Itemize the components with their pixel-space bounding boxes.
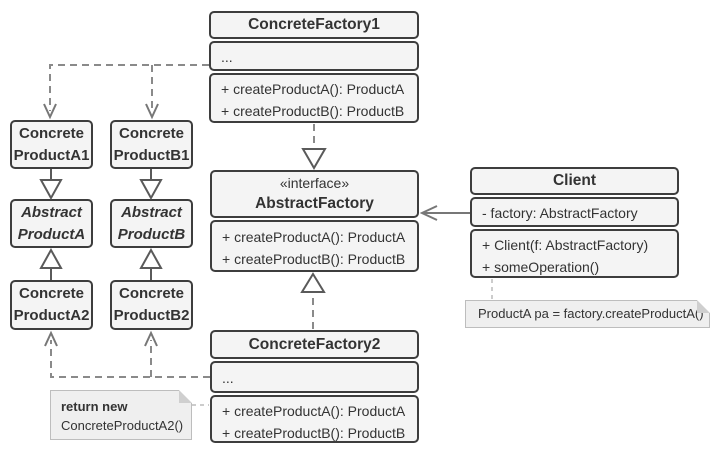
class-title-line2: ProductA2 — [13, 307, 90, 324]
method-create-product-b: + createProductB(): ProductB — [222, 251, 406, 267]
class-methods-compartment: + createProductA(): ProductA + createPro… — [210, 395, 419, 443]
class-title-line1: Concrete — [118, 124, 185, 142]
interface-stereotype: «interface» — [279, 175, 350, 191]
class-title-line1: Concrete — [18, 124, 85, 142]
note-text-line1: return new — [61, 399, 128, 414]
generalization-arrow-product-b2 — [139, 247, 163, 280]
method-create-product-b: + createProductB(): ProductB — [221, 103, 405, 119]
note-client-code: ProductA pa = factory.createProductA() — [465, 300, 710, 328]
class-title: Client — [470, 167, 679, 195]
class-concrete-factory-1: ConcreteFactory1 ... + createProductA():… — [209, 11, 419, 123]
class-title: Abstract ProductA — [10, 199, 93, 248]
class-title: «interface» AbstractFactory — [210, 170, 419, 218]
class-title-line2: ProductA1 — [13, 146, 90, 164]
method-create-product-a: + createProductA(): ProductA — [222, 229, 406, 245]
class-title: Concrete ProductB2 — [110, 280, 193, 330]
class-title-line1: Concrete — [118, 285, 185, 302]
class-title-line2: ProductB2 — [113, 307, 190, 324]
class-ellipsis-compartment: ... — [210, 361, 419, 393]
class-client: Client - factory: AbstractFactory + Clie… — [470, 167, 679, 278]
class-attributes-compartment: - factory: AbstractFactory — [470, 197, 679, 227]
class-title-text: AbstractFactory — [255, 195, 374, 212]
dependency-arrow-factory1-to-products — [49, 64, 209, 111]
class-concrete-factory-2: ConcreteFactory2 ... + createProductA():… — [210, 330, 419, 443]
realization-arrow-factory1 — [301, 124, 327, 170]
class-concrete-product-b2: Concrete ProductB2 — [110, 280, 193, 330]
class-methods-compartment: + Client(f: AbstractFactory) + someOpera… — [470, 229, 679, 278]
class-methods-compartment: + createProductA(): ProductA + createPro… — [210, 220, 419, 272]
dependency-arrowheads-factory2 — [44, 330, 158, 347]
class-title-line2: ProductB — [117, 225, 186, 243]
method-client-constructor: + Client(f: AbstractFactory) — [482, 237, 649, 253]
class-title: Abstract ProductB — [110, 199, 193, 248]
class-title: Concrete ProductA2 — [10, 280, 93, 330]
realization-arrow-factory2 — [300, 272, 326, 329]
class-title-line1: Abstract — [21, 203, 82, 221]
class-title: Concrete ProductA1 — [10, 120, 93, 169]
class-abstract-product-b: Abstract ProductB — [110, 199, 193, 248]
generalization-arrow-product-a2 — [39, 247, 63, 280]
class-title-line2: ProductA — [17, 225, 86, 243]
method-some-operation: + someOperation() — [482, 259, 600, 275]
class-title: ConcreteFactory2 — [210, 330, 419, 359]
class-title-line1: Concrete — [18, 285, 85, 302]
class-title-line1: Abstract — [121, 203, 182, 221]
method-create-product-b: + createProductB(): ProductB — [222, 425, 406, 441]
note-text-line2: ConcreteProductA2() — [61, 418, 184, 433]
dependency-arrow-factory2-to-products — [50, 340, 210, 378]
class-ellipsis-compartment: ... — [209, 41, 419, 71]
class-abstract-factory: «interface» AbstractFactory + createProd… — [210, 170, 419, 272]
note-factory2-code: return new ConcreteProductA2() — [50, 390, 192, 440]
class-title: ConcreteFactory1 — [209, 11, 419, 39]
class-concrete-product-a1: Concrete ProductA1 — [10, 120, 93, 169]
note-text: ProductA pa = factory.createProductA() — [478, 306, 704, 321]
class-title: Concrete ProductB1 — [110, 120, 193, 169]
class-concrete-product-a2: Concrete ProductA2 — [10, 280, 93, 330]
class-methods-compartment: + createProductA(): ProductA + createPro… — [209, 73, 419, 123]
class-concrete-product-b1: Concrete ProductB1 — [110, 120, 193, 169]
association-arrow-client-to-abstract-factory — [419, 205, 470, 221]
class-abstract-product-a: Abstract ProductA — [10, 199, 93, 248]
class-title-line2: ProductB1 — [113, 146, 190, 164]
method-create-product-a: + createProductA(): ProductA — [222, 403, 406, 419]
generalization-arrow-product-b1 — [139, 169, 163, 201]
generalization-arrow-product-a1 — [39, 169, 63, 201]
method-create-product-a: + createProductA(): ProductA — [221, 81, 405, 97]
dependency-arrowheads-factory1 — [43, 103, 159, 120]
